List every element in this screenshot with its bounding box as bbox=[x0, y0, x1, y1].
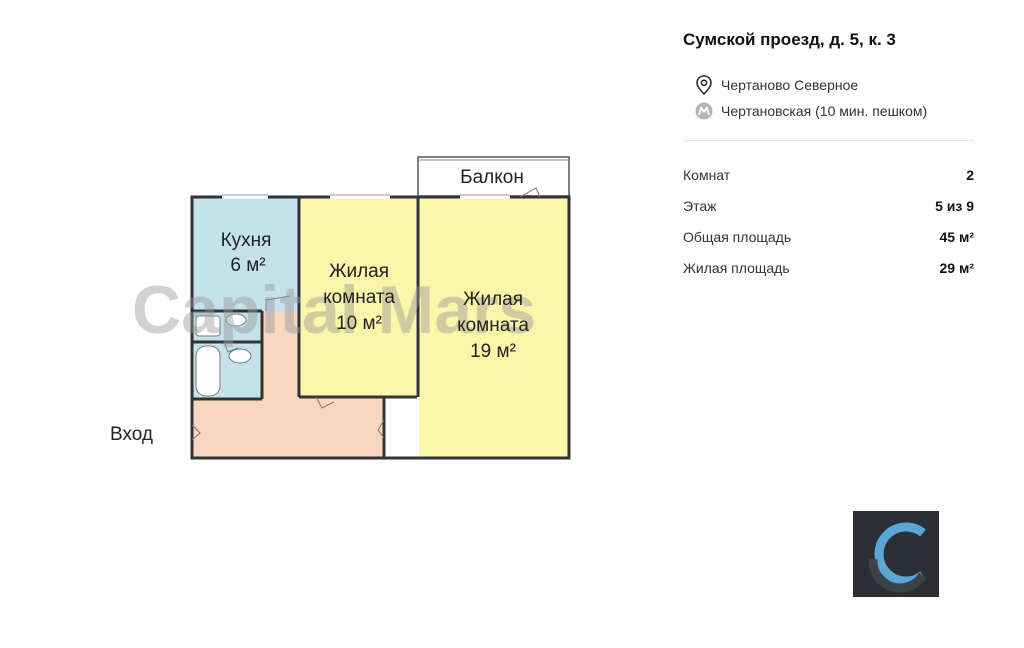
living-room-small-area bbox=[301, 198, 416, 396]
stat-value: 5 из 9 bbox=[935, 197, 974, 214]
district-row: Чертаново Северное bbox=[683, 72, 974, 98]
room2-name-1: Жилая bbox=[463, 289, 523, 310]
metro-icon bbox=[693, 100, 715, 122]
room2-name-2: комната bbox=[457, 315, 529, 336]
location-pin-icon bbox=[693, 74, 715, 96]
watermark: Capital Mars bbox=[132, 272, 536, 348]
balcony-label: Балкон bbox=[460, 167, 524, 188]
hallway-area bbox=[193, 311, 383, 457]
room1-area: 10 м² bbox=[336, 313, 382, 334]
entrance-label: Вход bbox=[110, 424, 153, 445]
room1-name-1: Жилая bbox=[329, 261, 389, 282]
address-title: Сумской проезд, д. 5, к. 3 bbox=[683, 30, 896, 49]
bath-fixtures bbox=[195, 313, 252, 397]
floor-plan: Capital Mars Балкон Кухня 6 м² Жилая ком… bbox=[110, 156, 571, 460]
kitchen-name: Кухня bbox=[221, 230, 272, 251]
brand-logo bbox=[853, 511, 939, 597]
kitchen-area-label: 6 м² bbox=[230, 255, 265, 276]
stat-label: Жилая площадь bbox=[683, 259, 790, 276]
stat-label: Этаж bbox=[683, 197, 717, 214]
living-room-large-area bbox=[419, 198, 568, 457]
room2-area: 19 м² bbox=[470, 341, 516, 362]
stat-label: Комнат bbox=[683, 166, 731, 183]
divider bbox=[683, 140, 974, 141]
metro-text: Чертановская (10 мин. пешком) bbox=[721, 103, 928, 119]
stat-total-area: Общая площадь 45 м² bbox=[683, 221, 974, 252]
kitchen-area bbox=[193, 198, 298, 311]
stat-rooms: Комнат 2 bbox=[683, 159, 974, 190]
stat-value: 2 bbox=[966, 166, 974, 183]
listing-info: Сумской проезд, д. 5, к. 3 Чертаново Сев… bbox=[683, 30, 974, 283]
stat-value: 29 м² bbox=[939, 259, 974, 276]
stat-living-area: Жилая площадь 29 м² bbox=[683, 252, 974, 283]
stat-label: Общая площадь bbox=[683, 228, 792, 245]
metro-row: Чертановская (10 мин. пешком) bbox=[683, 98, 974, 124]
stat-floor: Этаж 5 из 9 bbox=[683, 190, 974, 221]
district-text: Чертаново Северное bbox=[721, 77, 859, 93]
room1-name-2: комната bbox=[323, 287, 395, 308]
logo-c-icon bbox=[868, 522, 927, 593]
stat-value: 45 м² bbox=[939, 228, 974, 245]
